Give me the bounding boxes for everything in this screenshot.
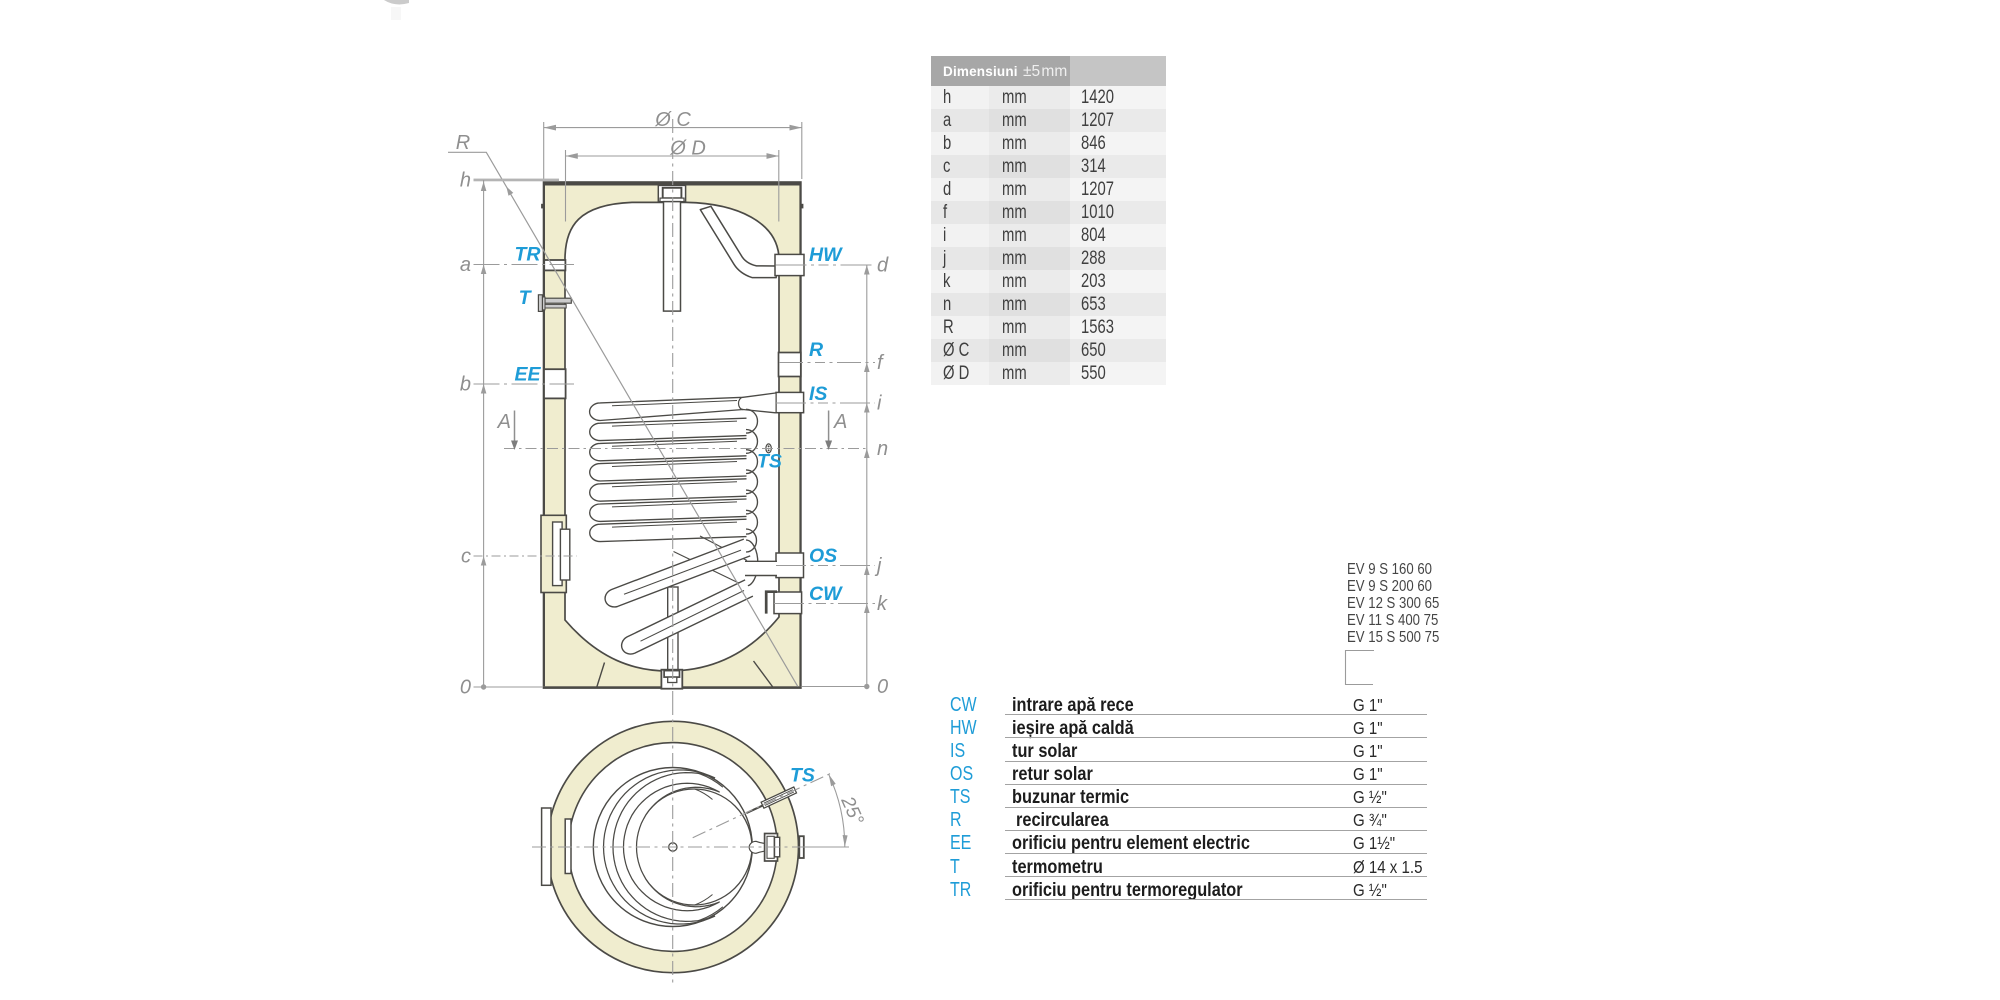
- svg-text:a: a: [460, 254, 471, 276]
- svg-text:Ø D: Ø D: [669, 138, 706, 160]
- svg-text:0: 0: [877, 676, 888, 698]
- svg-text:EE: EE: [514, 364, 541, 386]
- svg-text:i: i: [877, 393, 882, 415]
- svg-text:TS: TS: [790, 765, 815, 787]
- svg-text:d: d: [877, 255, 889, 277]
- svg-text:A: A: [833, 411, 847, 433]
- svg-text:HW: HW: [809, 244, 843, 266]
- svg-text:TS: TS: [757, 451, 782, 473]
- svg-text:T: T: [519, 287, 533, 309]
- svg-text:b: b: [460, 374, 471, 396]
- svg-text:0: 0: [460, 677, 471, 699]
- svg-text:CW: CW: [809, 583, 843, 605]
- svg-text:Ø C: Ø C: [654, 109, 691, 131]
- svg-text:TR: TR: [515, 244, 541, 266]
- svg-text:R: R: [456, 132, 470, 154]
- svg-text:R: R: [809, 339, 823, 361]
- svg-text:c: c: [461, 546, 471, 568]
- svg-text:j: j: [874, 555, 882, 577]
- svg-text:25°: 25°: [836, 793, 867, 829]
- svg-text:OS: OS: [809, 545, 837, 567]
- svg-text:A: A: [497, 411, 511, 433]
- svg-text:h: h: [460, 170, 471, 192]
- svg-text:n: n: [877, 438, 888, 460]
- svg-text:IS: IS: [809, 383, 827, 405]
- svg-text:k: k: [877, 593, 888, 615]
- svg-text:f: f: [877, 352, 885, 374]
